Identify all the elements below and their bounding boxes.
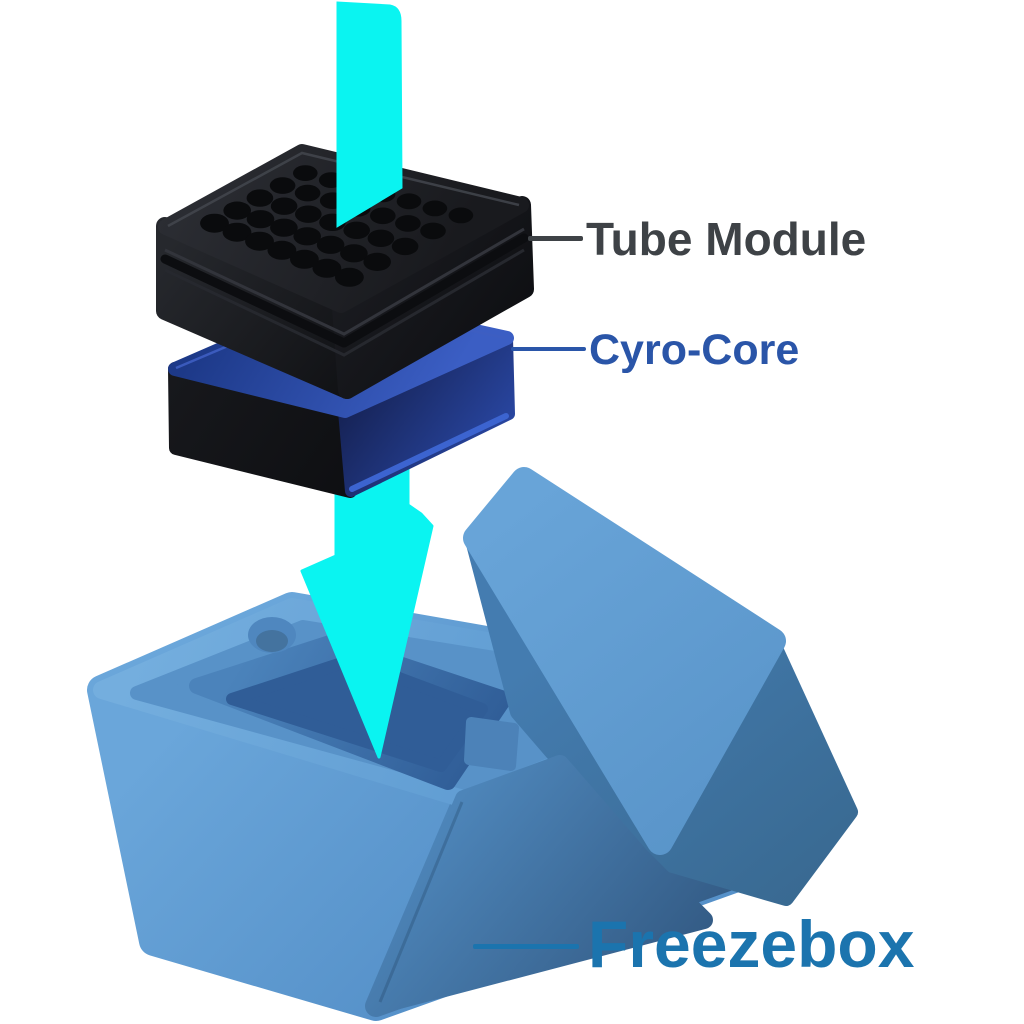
insert-arrow-top-shape: [336, 1, 403, 228]
tube-hole: [200, 213, 229, 233]
tube-hole: [270, 197, 298, 215]
tube-hole: [312, 258, 342, 278]
tube-hole: [222, 222, 252, 242]
tube-hole: [422, 200, 448, 217]
tube-hole: [290, 249, 319, 269]
tube-module-graphic: [156, 144, 534, 399]
freezebox-lid-graphic: [463, 467, 858, 906]
tube-module-top-edge-highlight: [167, 151, 520, 228]
cyro-core-label: Cyro-Core: [589, 326, 800, 374]
tube-hole: [396, 193, 422, 210]
freezebox-lid-top-face: [463, 467, 786, 855]
tube-hole: [343, 221, 371, 239]
freezebox-back-notch-shadow: [256, 630, 288, 652]
tube-hole: [340, 244, 368, 263]
tube-hole: [223, 201, 251, 220]
tube-hole: [293, 227, 322, 246]
freezebox-front-right-overlay: [367, 755, 713, 1015]
tube-hole: [370, 207, 396, 225]
tube-hole: [420, 222, 446, 240]
tube-hole: [245, 231, 274, 251]
tube-hole: [270, 218, 298, 237]
tube-module-label: Tube Module: [586, 213, 867, 265]
freezebox-base-front-overlay: [367, 755, 713, 1015]
freezebox-right-notch: [464, 717, 519, 771]
tube-hole: [295, 205, 322, 223]
tube-module-groove-highlight-lower: [164, 248, 525, 357]
tube-module-groove-highlight-upper: [164, 227, 525, 336]
tube-module-groove: [160, 233, 529, 348]
tube-hole: [246, 189, 274, 207]
cyro-core-bottom-edge-highlight: [349, 413, 509, 492]
freezebox-leader-line: [473, 944, 579, 949]
insert-arrow-top: [336, 1, 403, 228]
tube-hole: [335, 267, 364, 287]
tube-module-leader-line: [528, 236, 583, 241]
freezebox-cavity-floor: [226, 654, 488, 772]
tube-hole: [367, 229, 395, 247]
tube-hole: [269, 177, 296, 194]
tube-hole: [395, 215, 421, 232]
tube-hole: [391, 237, 419, 256]
tube-module-hole-grid: [200, 165, 474, 287]
freezebox-front-crease: [378, 801, 464, 1003]
tube-hole: [448, 207, 474, 224]
tube-hole: [267, 240, 297, 260]
tube-hole: [316, 235, 345, 254]
tube-hole: [293, 165, 318, 182]
cyro-core-leader-line: [511, 347, 586, 351]
tube-hole: [363, 252, 392, 271]
tube-hole: [246, 210, 275, 229]
freezebox-label: Freezebox: [588, 907, 915, 981]
tube-hole: [294, 184, 321, 202]
